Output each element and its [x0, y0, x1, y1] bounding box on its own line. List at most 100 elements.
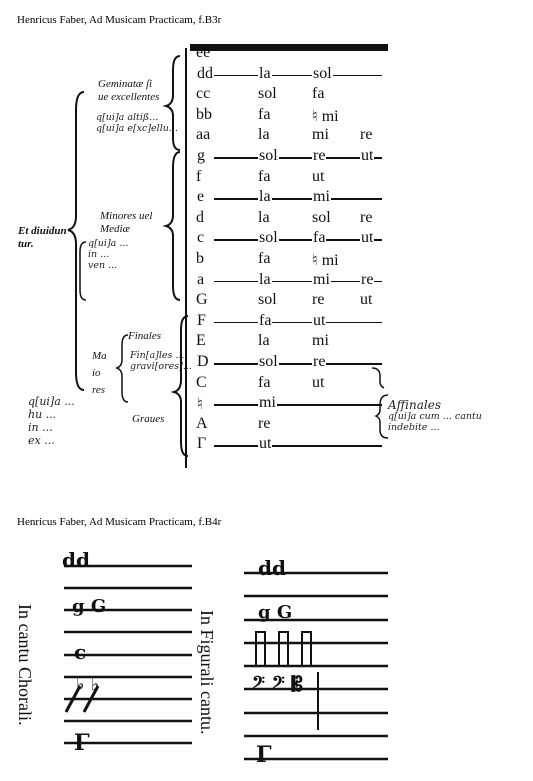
- left-staff: [64, 564, 192, 745]
- right-clef-gamma-icon: Γ: [256, 742, 272, 768]
- gamut-syllable-2: ut: [312, 311, 327, 330]
- flat-strokes: [64, 685, 100, 713]
- brace-minores: [162, 151, 181, 301]
- gamut-row: dd la sol: [0, 64, 533, 85]
- gamut-letter: c: [196, 229, 206, 248]
- right-clef-gG-icon: g G: [258, 602, 293, 623]
- gamut-syllable-3: re: [360, 208, 373, 226]
- gloss-2: q[ui]a ... in ... ven ...: [88, 238, 129, 271]
- gamut-syllable-1: la: [258, 270, 272, 289]
- gamut-line: [214, 239, 382, 241]
- gamut-letter: Γ: [196, 435, 208, 454]
- gamut-syllable-1: fa: [258, 250, 271, 267]
- gamut-line: [214, 404, 382, 406]
- left-clef-flats-icon: ♭ ♭: [76, 674, 100, 695]
- gamut-letter: ee: [196, 44, 211, 61]
- gamut-letter: dd: [196, 64, 214, 83]
- left-clef-dd-icon: dd: [62, 548, 90, 572]
- gamut-syllable-1: fa: [258, 167, 271, 185]
- right-note: Affinales q[ui]a cum ... cantu indebite …: [388, 398, 482, 433]
- brace-geminatae: [162, 55, 181, 151]
- gamut-syllable-3: re: [360, 126, 373, 144]
- gamut-line: [214, 198, 382, 200]
- top-rule: [190, 44, 388, 51]
- brace-outer: [67, 91, 85, 391]
- gamut-syllable-2: fa: [312, 85, 325, 103]
- gamut-letter: F: [196, 311, 207, 330]
- gamut-syllable-2: ut: [312, 373, 325, 391]
- gamut-letter: g: [196, 147, 206, 165]
- gamut-letter: bb: [196, 105, 212, 123]
- label-choral: In cantu Chorali.: [15, 604, 35, 726]
- gamut-syllable-2: re: [312, 147, 327, 165]
- gamut-syllable-3: ut: [360, 291, 373, 309]
- gamut-line: [214, 321, 382, 324]
- gamut-syllable-2: sol: [312, 64, 333, 83]
- gamut-letter: aa: [196, 126, 211, 144]
- label-finales: Finales: [128, 330, 161, 342]
- gamut-line: [214, 363, 382, 365]
- label-minores: Minores uel Mediæ: [100, 210, 153, 235]
- brace-finales: [114, 334, 129, 403]
- brace-minores-inner: [79, 241, 87, 301]
- gamut-letter: e: [196, 188, 206, 207]
- gamut-letter: b: [196, 250, 204, 267]
- gamut-letter: A: [196, 414, 208, 432]
- caption-second: Henricus Faber, Ad Musicam Practicam, f.…: [17, 516, 222, 528]
- gamut-syllable-2: sol: [312, 208, 331, 226]
- right-c-clefs: [255, 631, 312, 667]
- gamut-row: b fa ♮ mi: [0, 250, 533, 270]
- gamut-row: a la mi re: [0, 270, 533, 291]
- gloss-4: q[ui]a ... hu ... in ... ex ...: [28, 395, 75, 447]
- gamut-syllable-2: re: [312, 353, 327, 371]
- gamut-line: [214, 445, 382, 447]
- gamut-letter: D: [196, 353, 210, 371]
- gamut-syllable-1: sol: [258, 291, 277, 309]
- gamut-line: [214, 74, 382, 77]
- gamut-syllable-2: mi: [312, 332, 329, 350]
- gamut-syllable-2: ♮ mi: [312, 252, 339, 269]
- left-clef-gG-icon: g G: [72, 596, 107, 617]
- gamut-syllable-2: re: [312, 291, 325, 309]
- gamut-syllable-1: fa: [258, 105, 271, 123]
- gamut-syllable-1: sol: [258, 353, 279, 371]
- left-clef-c-icon: c: [74, 640, 87, 664]
- gamut-vertical-rule: [185, 48, 187, 468]
- gamut-syllable-3: re: [360, 270, 375, 289]
- gamut-syllable-1: la: [258, 64, 272, 83]
- label-graues: Graues: [132, 413, 165, 425]
- gamut-letter: G: [196, 291, 208, 309]
- gamut-letter: C: [196, 373, 207, 391]
- gamut-letter: ♮: [196, 394, 204, 415]
- gamut-letter: E: [196, 332, 206, 350]
- caption-first: Henricus Faber, Ad Musicam Practicam, f.…: [17, 14, 222, 26]
- gamut-row: e la mi: [0, 188, 533, 208]
- gamut-syllable-1: ut: [258, 435, 273, 454]
- gamut-letter: f: [196, 167, 202, 185]
- gamut-syllable-1: fa: [258, 373, 271, 391]
- gamut-letter: a: [196, 270, 206, 289]
- gamut-letter: d: [196, 208, 204, 226]
- gamut-syllable-3: ut: [360, 147, 375, 165]
- gamut-syllable-2: mi: [312, 188, 331, 207]
- gamut-syllable-1: la: [258, 332, 270, 350]
- brace-maiores: [170, 315, 189, 457]
- gamut-syllable-2: mi: [312, 270, 331, 289]
- left-clef-gamma-icon: Γ: [74, 730, 90, 756]
- gamut-syllable-1: la: [258, 126, 270, 144]
- right-staff: [244, 571, 388, 761]
- gamut-syllable-1: la: [258, 188, 272, 207]
